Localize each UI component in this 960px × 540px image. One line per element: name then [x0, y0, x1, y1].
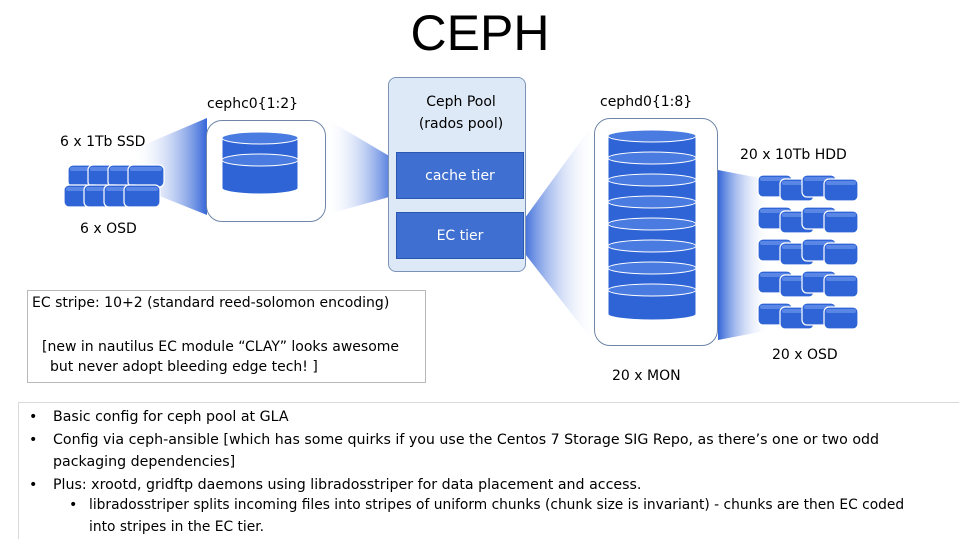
disk-cylinder-icon: [221, 153, 299, 195]
bullet-marker: •: [29, 476, 38, 493]
ec-note-line2: [new in nautilus EC module “CLAY” looks …: [42, 339, 400, 355]
cephc0-disk-stack: [221, 131, 299, 195]
ec-note-line1: EC stripe: 10+2 (standard reed-solomon e…: [32, 295, 390, 311]
cache-funnel-arrow: [325, 118, 396, 215]
ec-funnel-arrow: [522, 120, 596, 345]
data-osd-label: 20 x OSD: [772, 347, 838, 363]
bullet-marker: •: [29, 431, 38, 448]
bullet-marker: •: [29, 409, 38, 425]
drive-icon: [823, 242, 859, 266]
ec-note-line3: but never adopt bleeding edge tech! ]: [50, 359, 318, 375]
ec-tier: EC tier: [396, 212, 524, 259]
pool-title: Ceph Pool: [426, 94, 496, 110]
bullet-marker-sub: •: [69, 497, 78, 513]
drive-icon: [123, 184, 161, 208]
ssd-drives: [63, 164, 165, 208]
ec-stripe-note: EC stripe: 10+2 (standard reed-solomon e…: [27, 290, 426, 383]
notes-bullet-list: • Basic config for ceph pool at GLA • Co…: [18, 402, 959, 539]
ssd-label: 6 x 1Tb SSD: [60, 134, 146, 150]
cephd0-disk-stack: [607, 129, 697, 321]
bullet-2-line2: packaging dependencies]: [53, 454, 236, 470]
mon-label: 20 x MON: [612, 368, 681, 384]
cache-tier: cache tier: [396, 152, 524, 199]
cephd0-label: cephd0{1:8}: [600, 94, 693, 110]
drive-icon: [127, 164, 165, 188]
bullet-3: Plus: xrootd, gridftp daemons using libr…: [53, 476, 642, 493]
cache-osd-label: 6 x OSD: [80, 221, 137, 237]
bullet-1: Basic config for ceph pool at GLA: [53, 409, 289, 425]
pool-subtitle: (rados pool): [418, 116, 504, 132]
cephc0-label: cephc0{1:2}: [207, 96, 299, 112]
disk-cylinder-icon: [607, 283, 697, 321]
cephc0-node-box: [206, 120, 326, 222]
page-title: CEPH: [410, 5, 550, 61]
drive-icon: [823, 178, 859, 202]
drive-icon: [823, 274, 859, 298]
bullet-4-line2: into stripes in the EC tier.: [89, 519, 264, 535]
drive-icon: [823, 210, 859, 234]
hdd-label: 20 x 10Tb HDD: [740, 147, 847, 163]
drive-icon: [823, 306, 859, 330]
hdd-drives: [757, 174, 859, 330]
cephd0-node-box: [594, 118, 718, 346]
hdd-funnel-arrow: [718, 170, 770, 340]
bullet-4-line1: libradosstriper splits incoming files in…: [89, 497, 905, 513]
bullet-2-line1: Config via ceph-ansible [which has some …: [53, 431, 880, 448]
